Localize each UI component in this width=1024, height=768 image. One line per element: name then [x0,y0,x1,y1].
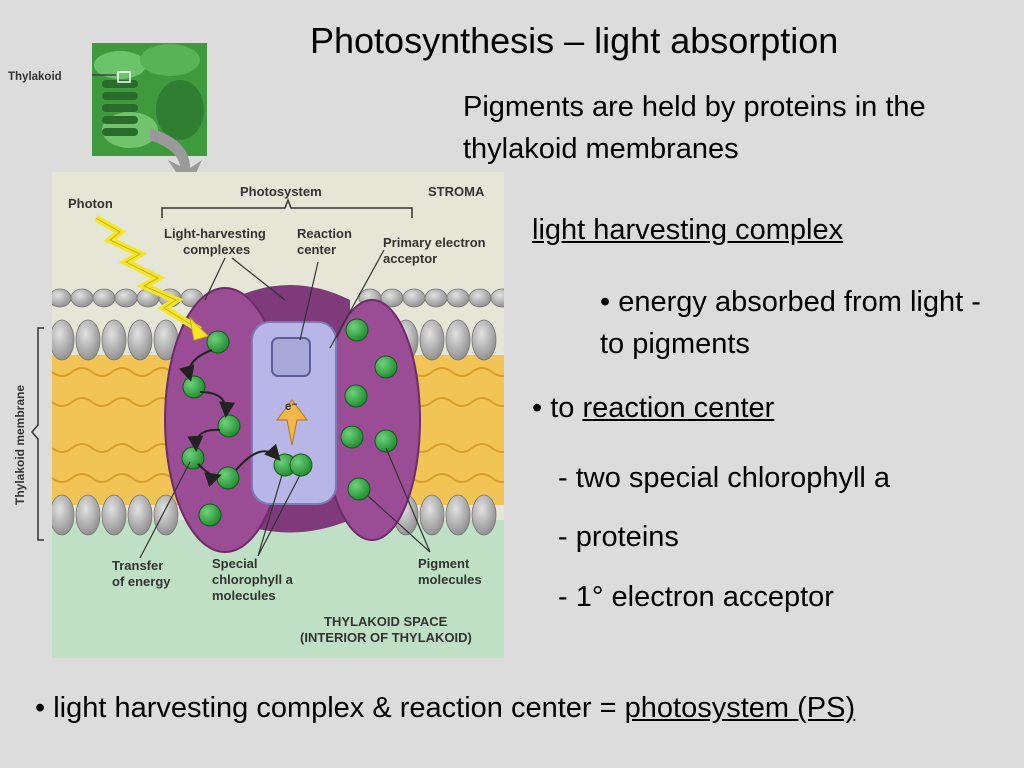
rc-item-proteins: - proteins [558,521,679,553]
summary-bullet: • light harvesting complex & reaction ce… [35,692,855,725]
rc-bullet-link: reaction center [582,392,775,424]
membrane-label: Thylakoid membrane [13,385,27,505]
energy-transfer-arrows [179,349,281,488]
photosystem-complex: e⁻ [164,285,421,553]
photon-arrowhead [189,316,209,341]
slide-subtitle: Pigments are held by proteins in the thy… [463,91,926,165]
thylakoid-space-region [52,520,504,658]
photosystem-brace [161,197,413,218]
slide-title: Photosynthesis – light absorption [310,20,839,61]
pigment-label-1: Pigment [418,556,470,571]
primary-acceptor-label-1: Primary electron [383,235,486,250]
lhc-bullet: • energy absorbed from light - to pigmen… [600,286,981,360]
summary-prefix: • light harvesting complex & reaction ce… [35,692,625,724]
primary-electron-acceptor [271,337,311,377]
photon-outline [95,217,201,331]
light-harvesting-label-2: complexes [183,242,250,257]
light-harvesting-label-1: Light-harvesting [164,226,266,241]
special-chlorophyll-label-3: molecules [212,588,276,603]
stroma-label: STROMA [428,184,485,199]
light-harvesting-complex-right [323,299,421,541]
lhc-heading: light harvesting complex [532,214,844,246]
photosystem-label: Photosystem [240,184,322,199]
reaction-center-label-1: Reaction [297,226,352,241]
primary-acceptor-label-2: acceptor [383,251,437,266]
reaction-center-bullet: • to reaction center [532,392,774,425]
transfer-label-2: of energy [112,574,171,589]
rc-bullet-prefix: • to [532,392,583,424]
leader-lines [139,249,431,559]
photon-label: Photon [68,196,113,211]
pigment-label-2: molecules [418,572,482,587]
special-chlorophyll-pair [273,453,313,477]
thylakoid-label: Thylakoid [8,71,62,83]
special-chlorophyll-label-1: Special [212,556,258,571]
electron-arrow [276,399,308,446]
transfer-label-1: Transfer [112,558,163,573]
membrane-bracket [31,327,44,541]
reaction-center-label-2: center [297,242,336,257]
thylakoid-space-label-1: THYLAKOID SPACE [324,614,448,629]
rc-item-acceptor: - 1° electron acceptor [558,581,834,613]
electron-label: e⁻ [285,401,297,413]
rc-item-chlorophyll: - two special chlorophyll a [558,462,891,494]
special-chlorophyll-label-2: chlorophyll a [212,572,294,587]
thylakoid-space-label-2: (INTERIOR OF THYLAKOID) [300,630,472,645]
summary-link: photosystem (PS) [624,692,856,724]
thylakoid-thumbnail: Thylakoid [8,43,207,156]
